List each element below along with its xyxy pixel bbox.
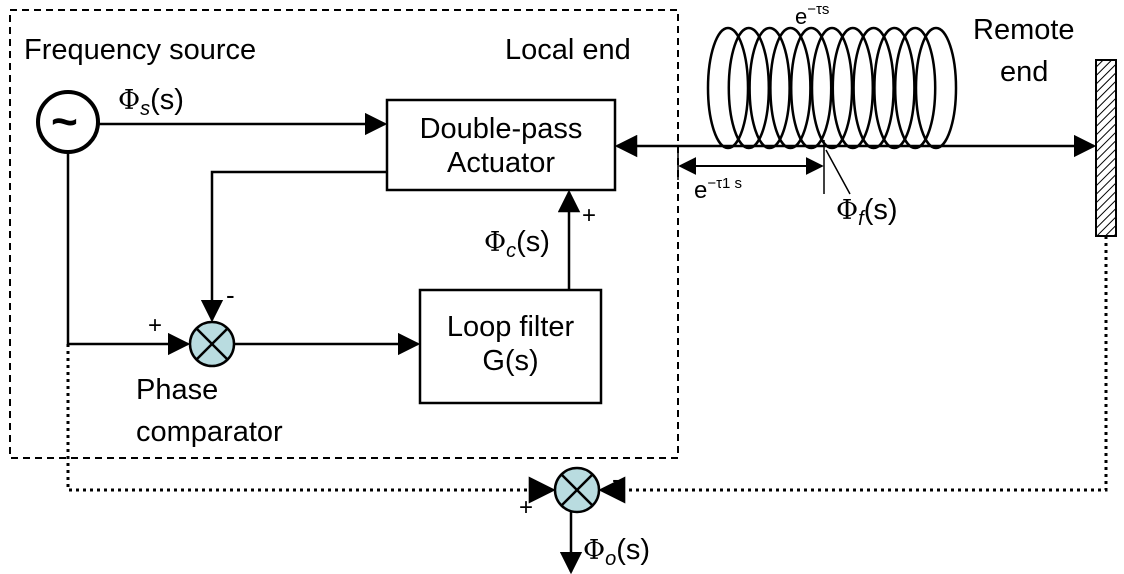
- phi-o-label: Φo(s): [583, 534, 651, 570]
- phi-s-label: Φs(s): [118, 84, 184, 120]
- coil-loop: [727, 26, 771, 150]
- partial-delay-label: e−τ1 s: [694, 175, 743, 204]
- fiber-delay-label: e−τs: [795, 1, 830, 29]
- frequency-source-label: Frequency source: [24, 34, 257, 66]
- source-to-comparator-line: [66, 152, 191, 356]
- loop-filter-label-line2: G(s): [482, 345, 539, 377]
- phi-f-pointer: [825, 149, 851, 195]
- actuator-label: Double-pass Actuator: [387, 112, 615, 180]
- loop-filter-label: Loop filter G(s): [420, 310, 601, 378]
- phi-f-label: Φf(s): [836, 194, 898, 230]
- remote-end-mirror: [1095, 59, 1117, 237]
- coil-loop: [706, 26, 750, 150]
- actuator-block: [385, 98, 617, 192]
- remote-to-output-dotted-line: [598, 236, 1108, 504]
- output-plus-sign: +: [519, 494, 534, 521]
- local-end-label: Local end: [505, 34, 631, 66]
- coil-loop: [852, 26, 895, 150]
- coil-loop: [789, 26, 833, 150]
- coil-loop: [914, 26, 958, 150]
- coil-loop: [769, 26, 812, 150]
- phi-c-label: Φc(s): [484, 226, 550, 262]
- coil-loop: [810, 26, 854, 150]
- actuator-plus-sign: +: [582, 202, 597, 229]
- source-to-output-dotted-line: [66, 344, 556, 504]
- remote-end-label-line2: end: [1000, 56, 1049, 88]
- comparator-minus-sign: -: [226, 280, 235, 310]
- source-tilde: ~: [51, 95, 78, 147]
- actuator-label-line2: Actuator: [447, 147, 555, 179]
- phase-comparator-label-line2: comparator: [136, 416, 283, 448]
- fiber-spool-coil: [706, 26, 958, 150]
- loop-filter-label-line1: Loop filter: [446, 311, 575, 343]
- output-comparator-symbol: [553, 466, 601, 514]
- remote-end-label-line1: Remote: [973, 14, 1075, 46]
- phase-comparator-symbol: [188, 320, 236, 368]
- coil-loop: [893, 26, 937, 150]
- comparator-plus-sign: +: [148, 312, 163, 339]
- coil-loop: [748, 26, 791, 150]
- coil-loop: [873, 26, 916, 150]
- output-minus-sign: -: [612, 464, 621, 494]
- local-end-boundary: [9, 9, 679, 459]
- actuator-to-comparator-line: [200, 170, 387, 323]
- phase-comparator-label-line1: Phase: [136, 374, 219, 406]
- coil-loop: [831, 26, 875, 150]
- actuator-label-line1: Double-pass: [419, 113, 583, 145]
